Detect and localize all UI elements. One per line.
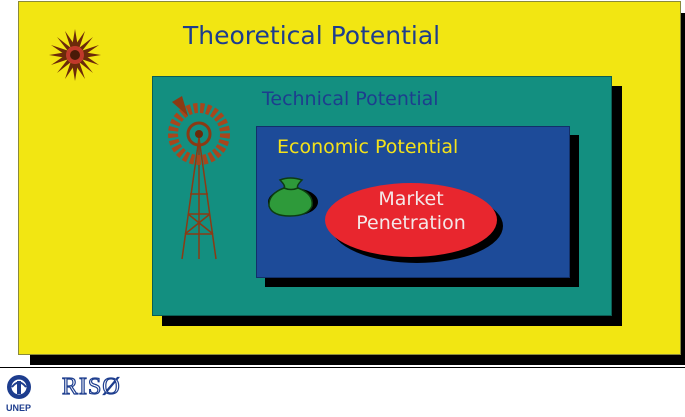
- unep-logo-icon: [7, 375, 31, 399]
- market-penetration-label: Market Penetration: [325, 187, 497, 235]
- technical-potential-label: Technical Potential: [262, 88, 439, 110]
- market-label-line2: Penetration: [356, 212, 466, 234]
- unep-text: UNEP: [6, 403, 32, 413]
- market-penetration-ellipse: [325, 183, 497, 257]
- economic-potential-label: Economic Potential: [277, 136, 459, 158]
- sun-icon: [49, 29, 101, 81]
- market-label-line1: Market: [378, 188, 444, 210]
- footer-divider: [0, 367, 685, 368]
- riso-logo-text: RISØ: [61, 373, 121, 400]
- theoretical-potential-label: Theoretical Potential: [183, 21, 441, 50]
- money-bag-icon: [268, 177, 318, 217]
- windmill-icon: [168, 96, 230, 260]
